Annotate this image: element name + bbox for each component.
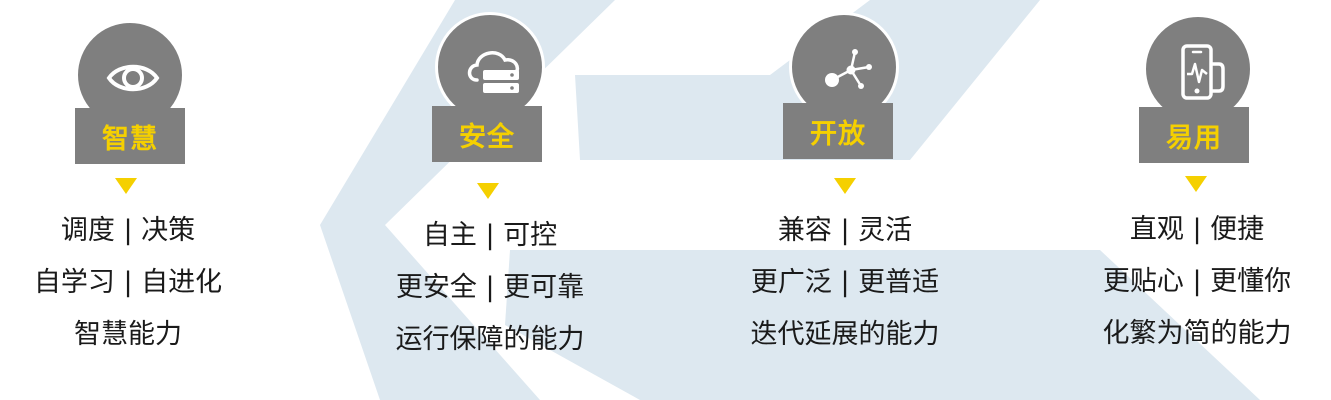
feature-title: 开放: [810, 118, 866, 150]
feature-card-intelligence: 智慧 调度 | 决策 自学习 | 自进化 智慧能力: [0, 0, 260, 400]
feature-description: 兼容 | 灵活 更广泛 | 更普适 迭代延展的能力: [715, 205, 975, 361]
down-triangle-icon: [1185, 176, 1207, 192]
down-triangle-icon: [834, 178, 856, 194]
feature-line: 自主 | 可控: [422, 220, 558, 251]
feature-description: 调度 | 决策 自学习 | 自进化 智慧能力: [0, 205, 258, 361]
feature-title-box: 智慧: [75, 108, 185, 164]
feature-line: 智慧能力: [74, 319, 182, 350]
feature-line: 调度 | 决策: [60, 215, 196, 246]
down-triangle-icon: [115, 178, 137, 194]
feature-line: 更贴心 | 更懂你: [1102, 266, 1292, 297]
feature-line: 运行保障的能力: [395, 324, 585, 355]
feature-icon-circle: [1143, 14, 1253, 124]
feature-line: 更安全 | 更可靠: [395, 272, 585, 303]
feature-title: 安全: [459, 121, 515, 153]
feature-card-security: 安全 自主 | 可控 更安全 | 更可靠 运行保障的能力: [358, 0, 618, 400]
feature-line: 兼容 | 灵活: [777, 215, 913, 246]
feature-title: 易用: [1166, 122, 1222, 154]
feature-line: 化繁为简的能力: [1102, 318, 1292, 349]
mobile-phone-icon: [1181, 44, 1225, 100]
feature-description: 自主 | 可控 更安全 | 更可靠 运行保障的能力: [360, 210, 620, 366]
feature-description: 直观 | 便捷 更贴心 | 更懂你 化繁为简的能力: [1067, 204, 1327, 360]
feature-line: 自学习 | 自进化: [33, 267, 223, 298]
feature-line: 直观 | 便捷: [1129, 214, 1265, 245]
down-triangle-icon: [477, 183, 499, 199]
feature-line: 更广泛 | 更普适: [750, 267, 940, 298]
feature-line: 迭代延展的能力: [750, 319, 940, 350]
cloud-server-icon: [467, 51, 520, 93]
network-nodes-icon: [825, 49, 872, 89]
feature-title-box: 易用: [1139, 107, 1249, 163]
feature-card-usability: 易用 直观 | 便捷 更贴心 | 更懂你 化繁为简的能力: [1067, 0, 1327, 400]
eye-icon: [106, 64, 160, 92]
feature-title-box: 安全: [432, 106, 542, 162]
feature-card-openness: 开放 兼容 | 灵活 更广泛 | 更普适 迭代延展的能力: [715, 0, 975, 400]
feature-title: 智慧: [102, 123, 158, 155]
feature-title-box: 开放: [783, 103, 893, 159]
